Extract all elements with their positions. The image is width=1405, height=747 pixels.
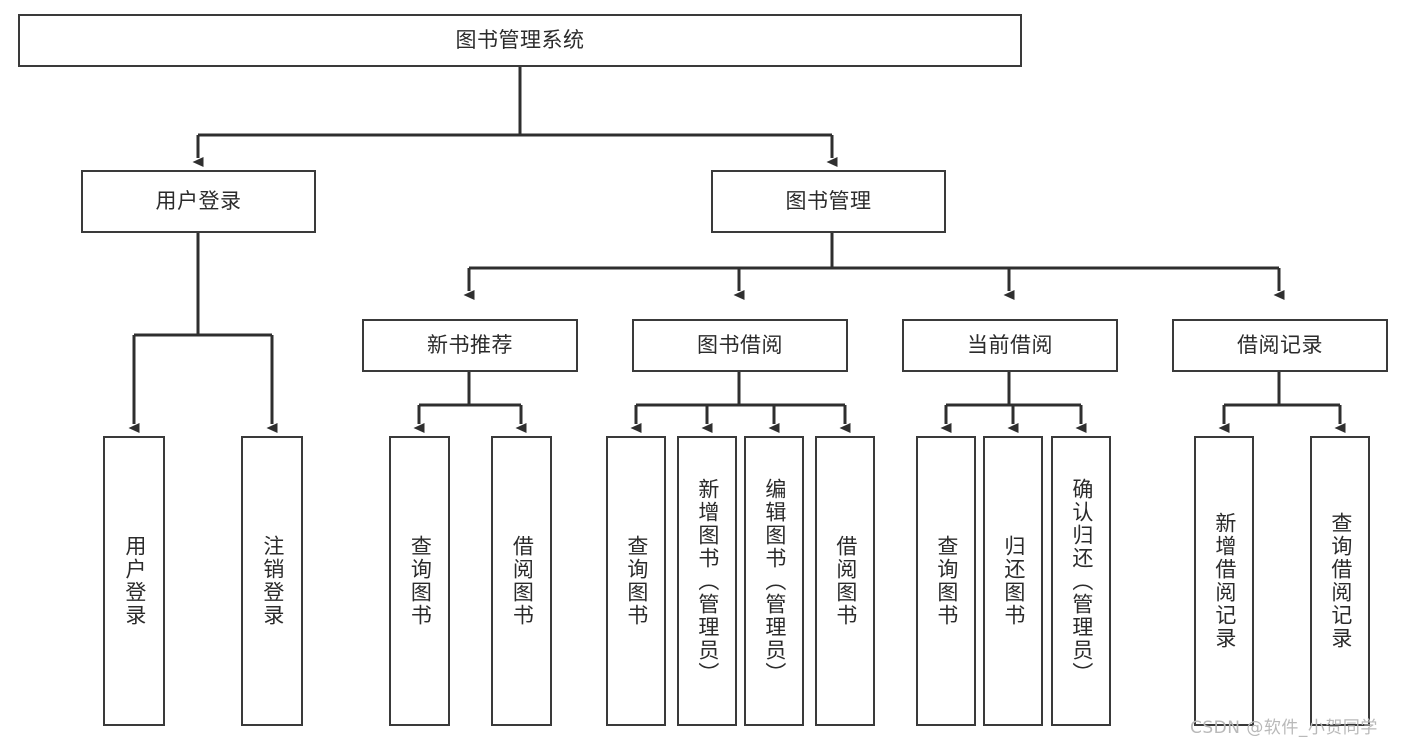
leaf-return-book-label: 归还图书 xyxy=(1001,535,1026,627)
leaf-query-book-borrow[interactable]: 查询图书 xyxy=(606,436,666,726)
leaf-add-borrow-record[interactable]: 新增借阅记录 xyxy=(1194,436,1254,726)
leaf-user-login[interactable]: 用户登录 xyxy=(103,436,165,726)
leaf-borrow-book-borrow-label: 借阅图书 xyxy=(833,535,858,627)
leaf-add-book-admin-label: 新增图书（管理员） xyxy=(695,477,720,685)
node-book-management-label: 图书管理 xyxy=(785,189,872,213)
leaf-confirm-return-admin[interactable]: 确认归还（管理员） xyxy=(1051,436,1111,726)
node-current-borrow-label: 当前借阅 xyxy=(967,333,1053,357)
node-borrow-record[interactable]: 借阅记录 xyxy=(1172,319,1388,372)
node-borrow-record-label: 借阅记录 xyxy=(1237,333,1323,357)
leaf-user-login-label: 用户登录 xyxy=(122,535,147,627)
leaf-logout[interactable]: 注销登录 xyxy=(241,436,303,726)
leaf-query-book-current-label: 查询图书 xyxy=(934,535,959,627)
leaf-query-book-borrow-label: 查询图书 xyxy=(624,535,649,627)
leaf-add-borrow-record-label: 新增借阅记录 xyxy=(1212,512,1237,650)
leaf-return-book[interactable]: 归还图书 xyxy=(983,436,1043,726)
node-user-login-label: 用户登录 xyxy=(155,189,242,213)
leaf-query-borrow-record[interactable]: 查询借阅记录 xyxy=(1310,436,1370,726)
node-root-label: 图书管理系统 xyxy=(455,28,585,52)
leaf-logout-label: 注销登录 xyxy=(260,535,285,627)
leaf-query-borrow-record-label: 查询借阅记录 xyxy=(1328,512,1353,650)
node-root[interactable]: 图书管理系统 xyxy=(18,14,1022,67)
leaf-query-book-new[interactable]: 查询图书 xyxy=(389,436,450,726)
node-current-borrow[interactable]: 当前借阅 xyxy=(902,319,1118,372)
leaf-confirm-return-admin-label: 确认归还（管理员） xyxy=(1069,477,1094,685)
leaf-edit-book-admin-label: 编辑图书（管理员） xyxy=(762,477,787,685)
node-book-management[interactable]: 图书管理 xyxy=(711,170,946,233)
leaf-query-book-current[interactable]: 查询图书 xyxy=(916,436,976,726)
node-new-book-recommend-label: 新书推荐 xyxy=(427,333,513,357)
leaf-edit-book-admin[interactable]: 编辑图书（管理员） xyxy=(744,436,804,726)
node-user-login[interactable]: 用户登录 xyxy=(81,170,316,233)
node-book-borrow-label: 图书借阅 xyxy=(697,333,783,357)
node-book-borrow[interactable]: 图书借阅 xyxy=(632,319,848,372)
node-new-book-recommend[interactable]: 新书推荐 xyxy=(362,319,578,372)
leaf-query-book-new-label: 查询图书 xyxy=(408,535,433,627)
leaf-borrow-book-borrow[interactable]: 借阅图书 xyxy=(815,436,875,726)
leaf-borrow-book-new[interactable]: 借阅图书 xyxy=(491,436,552,726)
leaf-add-book-admin[interactable]: 新增图书（管理员） xyxy=(677,436,737,726)
leaf-borrow-book-new-label: 借阅图书 xyxy=(510,535,535,627)
csdn-watermark: CSDN @软件_小贺同学 xyxy=(1190,718,1378,738)
